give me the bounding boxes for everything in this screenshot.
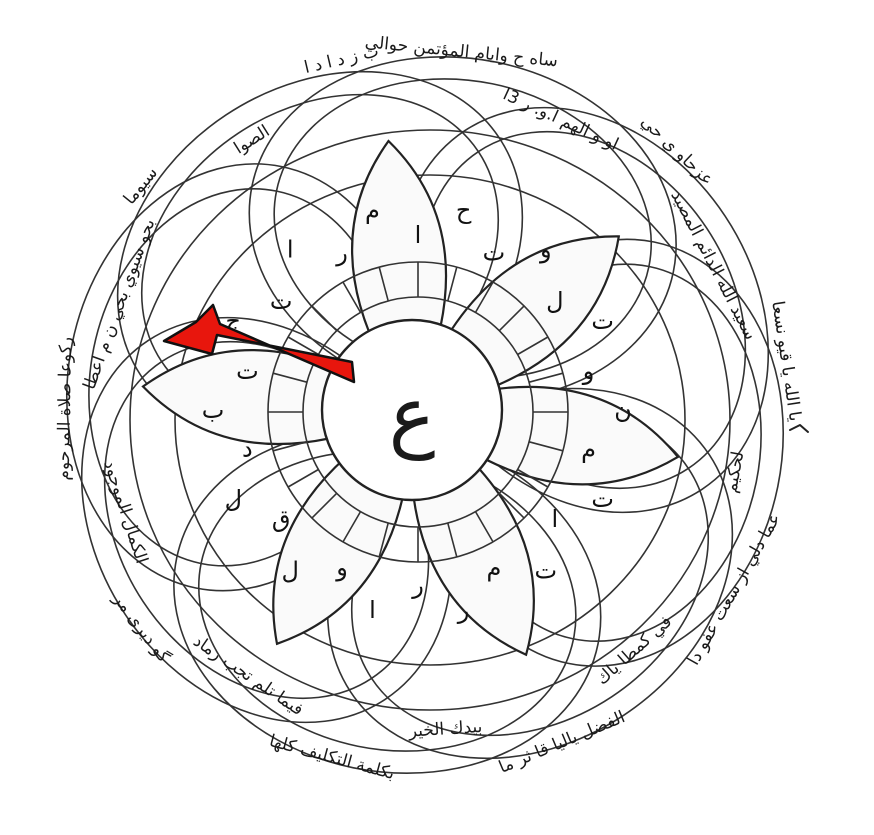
ring-letter: و [539,236,552,264]
ring-letter: و [582,357,595,385]
ring-divider [288,470,318,488]
ring-letter: و [335,554,348,582]
ring-letter: ت [535,556,558,584]
ring-letter: ل [546,287,563,315]
ring-letter: م [365,196,380,224]
rim-inscription: عزحاو ي حي [637,112,718,190]
ring-letter: ت [483,238,506,266]
center-glyph: ع [389,371,436,462]
ring-letter: ت [270,287,293,315]
ring-letter: ت [591,307,614,335]
rim-inscription: لحكيم [721,450,748,495]
rim-inscription: الفضل ياليا قا ثر ما [496,707,628,777]
rim-inscription: ساه ح وايام المؤتمن حوالي [364,32,559,71]
ring-letter: ا [369,596,376,624]
ring-letter: م [486,554,501,582]
ring-letter: ر [411,571,424,599]
ring-letter: ا [287,236,294,264]
ring-letter: ر [457,596,470,624]
rim-inscription: سعيد الله الدائم المصيد [666,187,760,343]
ring-letter: ت [591,485,614,513]
rim-inscription: سيوما [120,163,162,209]
ring-letter: ا [551,505,558,533]
rim-inscription: بيدك الخير [407,717,483,742]
ring-letter: ح [456,196,472,224]
rim-inscription: الصوا [230,121,273,158]
ring-letter: د [242,435,253,463]
ring-letter: ن [614,396,632,424]
ring-letter: م [581,435,596,463]
ring-letter: ل [281,556,298,584]
margin-stroke [790,425,808,432]
rim-inscription: ركوعا صلاة المرحوم [54,337,77,481]
ring-letter: ب [202,396,225,424]
ring-letter: ا [415,221,422,249]
center-disc: ع [322,320,502,500]
ring-letter: ر [335,238,348,266]
ring-letter: ت [236,357,259,385]
ring-letter: ل [225,485,242,513]
ring-divider [312,306,337,331]
ring-divider [448,267,457,301]
ring-divider [529,373,563,382]
ring-letter: ق [272,505,291,533]
rim-inscription: او و الهم ا.و. ر 3ا [500,85,622,155]
